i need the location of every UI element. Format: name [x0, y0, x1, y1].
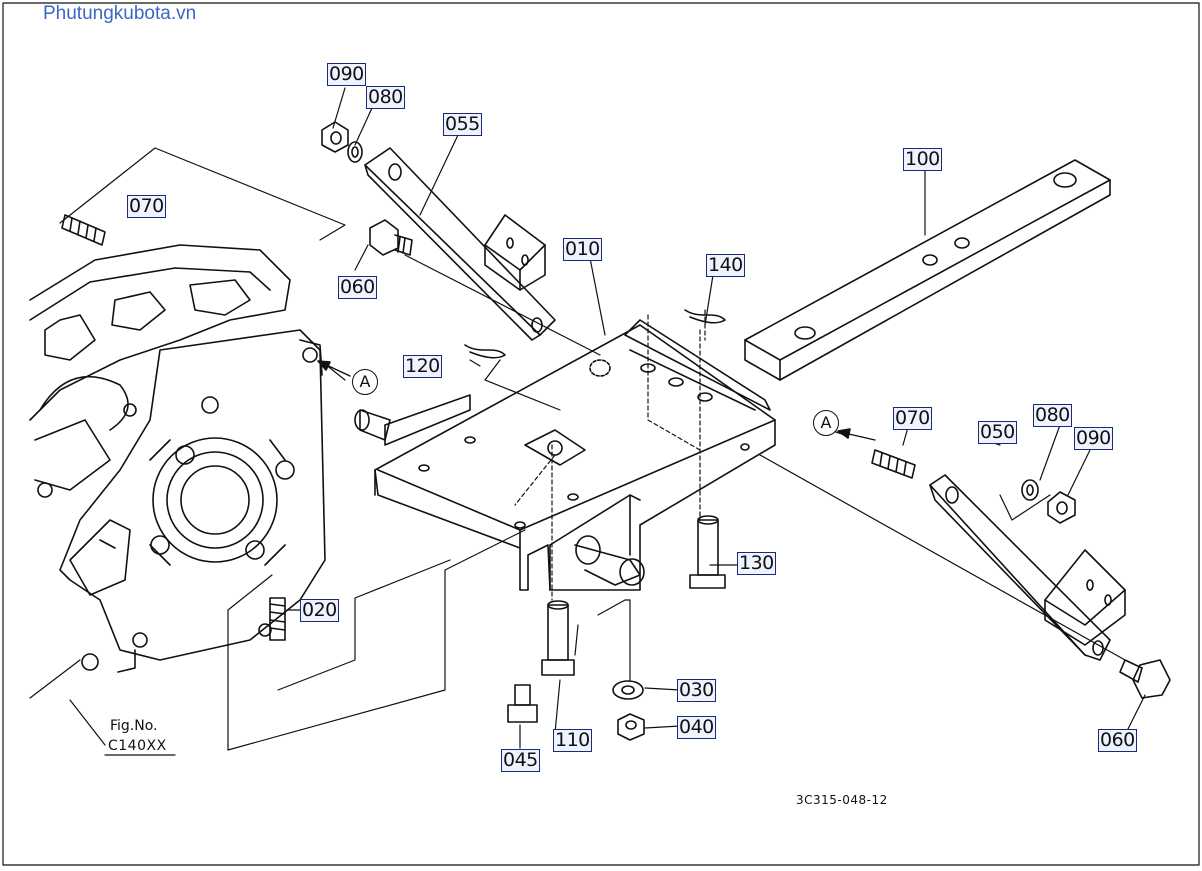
callout-050[interactable]: 050 [978, 421, 1017, 444]
bracket-010 [354, 319, 776, 591]
callout-020[interactable]: 020 [300, 599, 339, 622]
washer-030 [612, 680, 644, 700]
stud-070-left [61, 214, 106, 246]
callout-010[interactable]: 010 [563, 238, 602, 261]
callout-120[interactable]: 120 [403, 355, 442, 378]
figure-number[interactable]: C140XX [108, 738, 167, 754]
callout-055[interactable]: 055 [443, 113, 482, 136]
view-arrows [317, 360, 876, 441]
callout-140[interactable]: 140 [706, 254, 745, 277]
document-id: 3C315-048-12 [796, 793, 888, 807]
callout-130[interactable]: 130 [737, 552, 776, 575]
transmission-housing [29, 244, 326, 673]
callout-040[interactable]: 040 [677, 716, 716, 739]
stud-020 [269, 597, 286, 641]
callout-110[interactable]: 110 [553, 729, 592, 752]
callout-060[interactable]: 060 [1098, 729, 1137, 752]
pin-130 [689, 515, 726, 589]
bolt-045 [507, 684, 538, 723]
callout-060[interactable]: 060 [338, 276, 377, 299]
watermark: Phutungkubota.vn [43, 3, 197, 24]
pin-140 [684, 309, 726, 324]
callout-100[interactable]: 100 [903, 148, 942, 171]
callout-090[interactable]: 090 [327, 63, 366, 86]
washer-080-left [347, 141, 363, 163]
bolt-060-left [369, 219, 413, 256]
nut-090-right [1047, 491, 1076, 524]
callout-080[interactable]: 080 [1033, 404, 1072, 427]
leader-lines [29, 87, 1146, 756]
nut-040 [617, 713, 645, 741]
arm-055 [364, 147, 556, 341]
callout-070[interactable]: 070 [127, 195, 166, 218]
bar-100 [744, 159, 1111, 381]
callout-045[interactable]: 045 [501, 749, 540, 772]
view-a-marker-right: A [813, 410, 839, 436]
pin-110 [541, 600, 575, 676]
stud-070-right [871, 449, 916, 479]
pin-120 [464, 344, 506, 359]
nut-090-left [321, 121, 349, 153]
callout-070[interactable]: 070 [893, 407, 932, 430]
view-a-marker-left: A [352, 369, 378, 395]
callout-080[interactable]: 080 [366, 86, 405, 109]
bolt-060-right [1119, 659, 1171, 699]
callout-090[interactable]: 090 [1074, 427, 1113, 450]
figure-label: Fig.No. [110, 718, 158, 734]
callout-030[interactable]: 030 [677, 679, 716, 702]
washer-080-right [1021, 479, 1039, 501]
arm-050 [929, 474, 1126, 661]
